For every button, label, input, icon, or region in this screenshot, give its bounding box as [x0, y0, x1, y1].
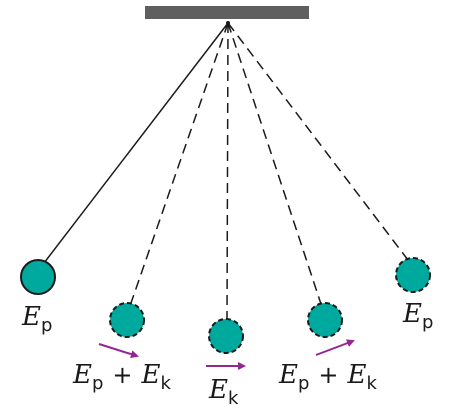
label-bottom: Ek — [208, 375, 239, 409]
velocity-arrow-right-mid — [315, 339, 355, 356]
string-right-mid — [227, 22, 322, 305]
bob-left-extreme — [20, 259, 56, 295]
string-bottom — [226, 22, 229, 321]
bob-left-mid — [109, 302, 145, 338]
bob-right-extreme — [395, 257, 431, 293]
string-left-mid — [130, 22, 229, 304]
string-right-extreme — [227, 22, 409, 261]
support-bar — [145, 6, 309, 19]
label-left-mid: Ep+Ek — [72, 360, 172, 394]
label-right-mid: Ep+Ek — [278, 360, 378, 394]
bob-bottom — [208, 318, 244, 354]
string-left-extreme — [43, 22, 229, 264]
label-right-extreme: Ep — [402, 299, 433, 333]
bob-right-mid — [307, 302, 343, 338]
velocity-arrow-left-mid — [98, 343, 139, 359]
label-left-extreme: Ep — [21, 302, 52, 336]
